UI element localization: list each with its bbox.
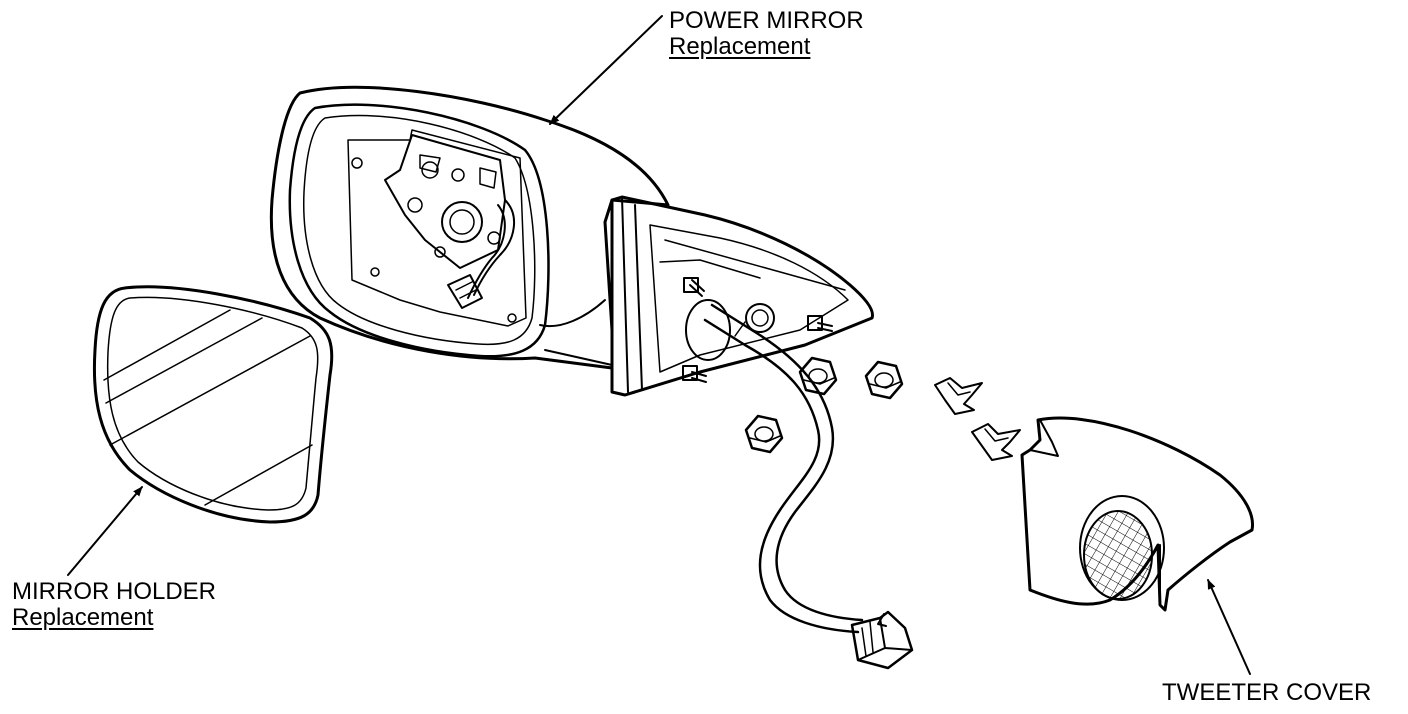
tweeter-cover-leader-arrow — [1207, 579, 1251, 675]
power-mirror-housing — [269, 85, 670, 370]
internal-connector — [447, 274, 483, 309]
mirror-holder-replacement-link[interactable]: Replacement — [12, 604, 154, 631]
wire-harness — [703, 303, 864, 634]
power-mirror-callout: POWER MIRROR Replacement — [669, 8, 864, 60]
bracket-outline — [610, 195, 875, 397]
internal-wire — [473, 199, 516, 296]
power-mirror-leader-arrow — [549, 15, 663, 125]
clip-2 — [971, 423, 1021, 461]
mirror-holder-outer — [92, 285, 334, 524]
housing-base — [539, 299, 613, 366]
tweeter-cover — [1020, 416, 1255, 612]
housing-inner-rim-line — [303, 114, 536, 346]
actuator-pivot — [441, 201, 483, 243]
nut-1 — [798, 356, 838, 396]
housing-inner-rim — [288, 103, 550, 358]
power-mirror-replacement-link[interactable]: Replacement — [669, 33, 811, 60]
housing-outer-shell — [269, 85, 670, 370]
mirror-holder-callout: MIRROR HOLDER Replacement — [12, 579, 216, 631]
mirror-holder-title: MIRROR HOLDER — [12, 578, 217, 605]
mirror-holder-inner — [106, 296, 319, 511]
tweeter-grille — [1083, 510, 1153, 600]
grommet — [685, 299, 731, 361]
nut-3 — [744, 414, 784, 454]
tweeter-cover-outline — [1020, 416, 1255, 612]
actuator-plate — [384, 134, 506, 269]
bracket-stud-lower-left — [682, 365, 707, 383]
clip-1 — [934, 377, 983, 415]
nut-2 — [864, 360, 904, 400]
mirror-holder — [92, 285, 334, 524]
mirror-holder-leader-arrow — [67, 486, 143, 576]
tweeter-cover-title: TWEETER COVER — [1162, 679, 1372, 706]
harness-connector — [850, 610, 914, 670]
mirror-base-bracket — [610, 195, 875, 397]
power-mirror-title: POWER MIRROR — [669, 7, 864, 34]
bracket-stud-upper-left — [683, 277, 705, 297]
bracket-stud-center — [745, 303, 775, 333]
bracket-stud-right — [807, 315, 833, 332]
tweeter-cover-callout: TWEETER COVER — [1162, 680, 1371, 706]
tweeter-rim — [1079, 495, 1165, 601]
